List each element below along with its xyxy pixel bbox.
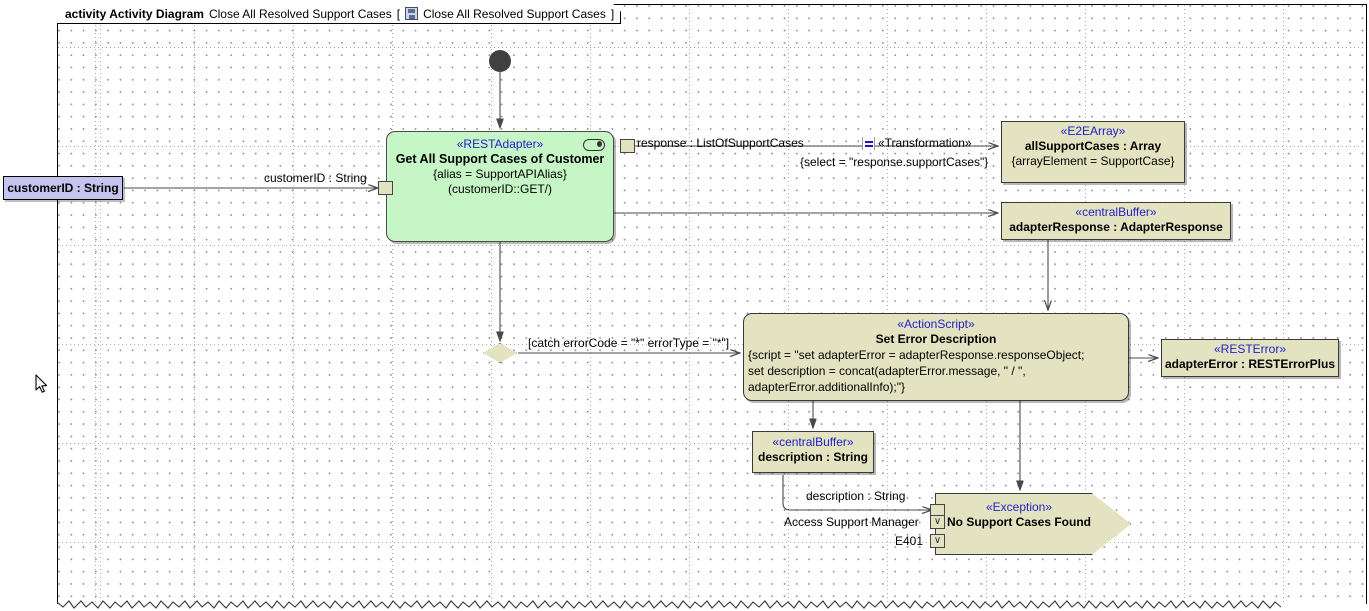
- exception-pin-e401[interactable]: ∨: [930, 534, 945, 548]
- transformation-stereotype: «Transformation»: [878, 136, 972, 150]
- torn-bottom-edge: [57, 586, 1368, 611]
- grid-emphasis-lines: [58, 5, 1366, 604]
- action-rest-operation: (customerID::GET/): [447, 182, 552, 196]
- pin-label-e401: E401: [895, 534, 924, 548]
- mouse-cursor: [35, 374, 49, 394]
- action-rest-alias: {alias = SupportAPIAlias}: [433, 167, 567, 181]
- action-get-all-support-cases[interactable]: «RESTAdapter» Get All Support Cases of C…: [386, 131, 614, 242]
- resterror-name: adapterError : RESTErrorPlus: [1164, 357, 1336, 371]
- edge-label-description: description : String: [806, 489, 906, 503]
- object-node-all-support-cases[interactable]: «E2EArray» allSupportCases : Array {arra…: [1001, 121, 1185, 183]
- frame-bracket-open: [: [396, 6, 401, 21]
- initial-node[interactable]: [489, 50, 511, 72]
- param-customerid-label: customerID : String: [7, 181, 119, 195]
- action-script-stereotype: «ActionScript»: [897, 317, 975, 331]
- action-script-name: Set Error Description: [875, 332, 997, 346]
- exception-node-no-support-cases-found[interactable]: «Exception» No Support Cases Found: [935, 493, 1131, 555]
- action-script-line-1: {script = "set adapterError = adapterRes…: [748, 348, 1085, 362]
- edge-label-transformation-select: {select = "response.supportCases"}: [800, 155, 989, 169]
- pin-label-access-support-manager: Access Support Manager: [784, 515, 919, 529]
- action-set-error-description[interactable]: «ActionScript» Set Error Description {sc…: [743, 313, 1129, 401]
- central-buffer-description-stereotype: «centralBuffer»: [772, 435, 854, 449]
- exception-stereotype: «Exception»: [985, 500, 1053, 514]
- frame-name: Close All Resolved Support Cases: [208, 6, 392, 21]
- e2earray-arrayelement: {arrayElement = SupportCase}: [1011, 154, 1175, 168]
- action-rest-name: Get All Support Cases of Customer: [395, 152, 605, 166]
- transformation-marker: «Transformation»: [862, 136, 972, 150]
- rest-adapter-pill-icon: [583, 139, 605, 151]
- decision-node[interactable]: [483, 343, 517, 363]
- activity-diagram-icon: [405, 7, 418, 20]
- output-pin-response[interactable]: [620, 139, 635, 153]
- input-pin-customerid[interactable]: [378, 181, 393, 195]
- e2earray-stereotype: «E2EArray»: [1060, 124, 1126, 138]
- object-node-description[interactable]: «centralBuffer» description : String: [752, 431, 874, 473]
- activity-diagram-frame: [57, 4, 1367, 604]
- action-script-line-2: set description = concat(adapterError.me…: [748, 364, 1026, 378]
- frame-bracket-close: ]: [610, 6, 615, 21]
- action-script-line-3: adapterError.additionalInfo);"}: [748, 380, 906, 394]
- object-node-adapter-error[interactable]: «RESTError» adapterError : RESTErrorPlus: [1161, 339, 1339, 377]
- central-buffer-description-name: description : String: [757, 450, 868, 464]
- central-buffer-response-stereotype: «centralBuffer»: [1075, 205, 1157, 219]
- e2earray-name: allSupportCases : Array: [1024, 139, 1162, 153]
- frame-diagram-ref: Close All Resolved Support Cases: [423, 6, 606, 21]
- central-buffer-response-name: adapterResponse : AdapterResponse: [1009, 220, 1223, 234]
- transformation-equals-icon: [862, 136, 875, 150]
- frame-keyword: activity Activity Diagram: [65, 6, 204, 21]
- action-rest-stereotype: «RESTAdapter»: [456, 137, 544, 151]
- resterror-stereotype: «RESTError»: [1213, 342, 1287, 356]
- activity-parameter-customerid[interactable]: customerID : String: [3, 176, 123, 200]
- object-node-adapter-response[interactable]: «centralBuffer» adapterResponse : Adapte…: [1001, 202, 1231, 240]
- edge-label-customerid: customerID : String: [264, 171, 367, 185]
- edge-label-catch-guard: [catch errorCode = "*" errorType = "*"]: [528, 336, 730, 350]
- exception-pin-access-support-manager[interactable]: ∨: [930, 515, 945, 529]
- frame-title-tab: activity Activity Diagram Close All Reso…: [57, 4, 621, 24]
- exception-name: No Support Cases Found: [947, 515, 1091, 529]
- edge-label-response: response : ListOfSupportCases: [637, 136, 804, 150]
